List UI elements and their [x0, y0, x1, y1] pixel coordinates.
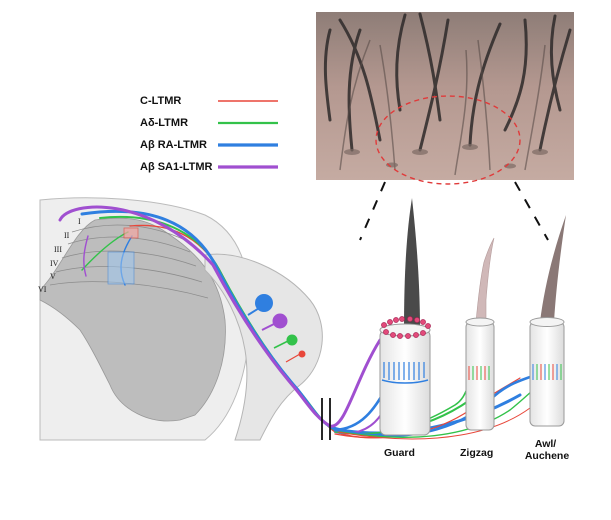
hair-label-guard: Guard	[384, 447, 415, 459]
peripheral-branches	[333, 329, 561, 440]
hair-label-awl-line: Awl/	[535, 438, 556, 450]
lamina-label-iii: III	[54, 245, 62, 254]
lamina-label-ii: II	[64, 231, 70, 240]
lanceolate-endings-zigzag	[468, 366, 490, 380]
lamina-label-vi: VI	[38, 285, 47, 294]
hair-label-auchene-line: Auchene	[525, 450, 570, 462]
legend: C-LTMR Aδ-LTMR Aβ RA-LTMR Aβ SA1-LTMR	[140, 95, 278, 173]
lanceolate-endings-guard	[383, 362, 425, 380]
awl-auchene-hair-follicle: Awl/ Auchene	[525, 215, 570, 462]
lanceolate-endings-awl	[532, 364, 562, 380]
legend-label-c-ltmr: C-LTMR	[140, 95, 181, 107]
guard-hair-follicle: Guard	[379, 198, 431, 459]
legend-label-abeta-sa1-ltmr: Aβ SA1-LTMR	[140, 161, 213, 173]
dorsal-horn-terminals	[81, 227, 139, 286]
drg-cell-bodies	[247, 294, 306, 363]
zigzag-hair-follicle: Zigzag	[460, 237, 495, 459]
abeta-ra-soma	[255, 294, 273, 312]
legend-label-adelta-ltmr: Aδ-LTMR	[140, 117, 188, 129]
spinal-cord-section: I II III IV V VI	[38, 197, 251, 441]
lamina-label-i: I	[78, 217, 81, 226]
adelta-soma	[286, 334, 298, 346]
merkel-cell-cluster	[381, 316, 431, 339]
lamina-label-iv: IV	[50, 259, 59, 268]
zoom-lines	[359, 181, 549, 241]
nerve-cut-mark	[321, 398, 331, 440]
legend-label-abeta-ra-ltmr: Aβ RA-LTMR	[140, 139, 207, 151]
hair-label-zigzag: Zigzag	[460, 447, 493, 459]
skin-micrograph	[316, 12, 574, 185]
hair-label-awl-auchene: Awl/ Auchene	[525, 438, 570, 462]
lamina-label-v: V	[50, 272, 56, 281]
abeta-sa1-soma	[272, 313, 288, 329]
c-ltmr-soma	[298, 350, 306, 358]
